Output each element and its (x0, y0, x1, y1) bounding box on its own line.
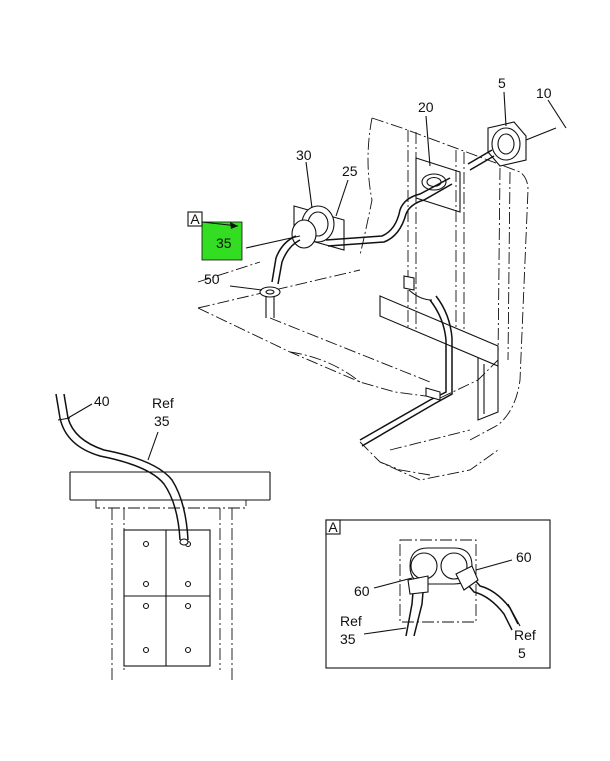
floor-outline (197, 261, 499, 399)
main-assembly-view: A 5 10 20 25 30 35 50 (187, 75, 567, 481)
cab-wall-inner (359, 117, 373, 256)
frame-rail (69, 471, 271, 501)
detail-ref-letter: A (190, 211, 200, 227)
hose-40 (55, 393, 181, 541)
section-view: 40 Ref 35 (55, 393, 271, 680)
callout-40: 40 (94, 393, 110, 409)
callout-ref-label: Ref (152, 395, 174, 411)
callout-ref-35: 35 (154, 413, 170, 429)
connector (403, 275, 415, 291)
grommet-50 (259, 286, 281, 318)
cab-wall-outline (371, 117, 529, 441)
callout-20: 20 (418, 99, 434, 115)
detail-a-letter-box (325, 519, 341, 535)
harness-tube-upper (325, 177, 451, 241)
callout-25: 25 (342, 163, 358, 179)
drain-tube (359, 299, 447, 441)
detail-callout-60-right: 60 (516, 549, 532, 565)
detail-ref5-num: 5 (518, 645, 526, 661)
mounting-plate (123, 529, 211, 667)
callout-30: 30 (296, 147, 312, 163)
callout-5: 5 (498, 75, 506, 91)
detail-ref35-num: 35 (340, 631, 356, 647)
crossmember (379, 295, 499, 367)
detail-ref35-word: Ref (340, 613, 362, 629)
callout-50: 50 (204, 271, 220, 287)
plate-bolts (142, 540, 192, 654)
grommet-bracket (415, 157, 461, 213)
callout-35: 35 (216, 235, 232, 251)
floor-fitting (425, 387, 441, 401)
detail-callout-60-left: 60 (354, 583, 370, 599)
highlight-box-35 (201, 221, 243, 261)
detail-ref5-word: Ref (514, 627, 536, 643)
detail-a-letter: A (328, 519, 338, 535)
detail-ref-box (187, 211, 203, 227)
callout-10: 10 (536, 85, 552, 101)
bulkhead-fitting-5 (467, 121, 557, 171)
detail-a-frame (325, 519, 551, 669)
detail-a-view: A 60 60 Ref 35 Ref 5 (325, 519, 551, 669)
